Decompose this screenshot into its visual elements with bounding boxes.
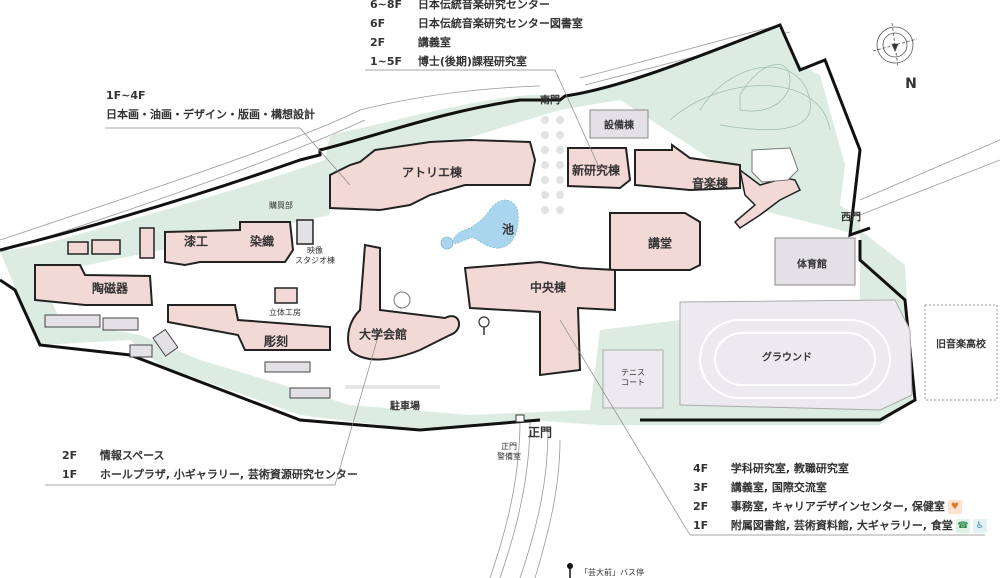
tennis-line1: テニス [621, 368, 645, 377]
eizo-line2: スタジオ棟 [295, 256, 335, 265]
eizo-line1: 映像 [307, 246, 323, 255]
floor-text: 事務室, キャリアデザインセンター, 保健室 [730, 500, 945, 513]
taiikukan-building [774, 237, 856, 286]
label-taiikukan[interactable]: 体育館 [797, 259, 827, 271]
label-guard-room: 正門警備室 [497, 442, 521, 462]
pond [453, 199, 519, 249]
label-ground[interactable]: グラウンド [762, 352, 812, 364]
daigaku-kaikan-building [347, 243, 460, 361]
bus-stop-label[interactable]: 「芸大前」バス停 [580, 568, 644, 577]
eizo-studio-building [296, 219, 314, 245]
floor-label: 1~5F [370, 55, 403, 68]
label-chuo[interactable]: 中央棟 [529, 280, 567, 295]
callout-atelier: 1F~4F 日本画・油画・デザイン・版画・構想設計 [106, 86, 315, 124]
floor-label: 4F [693, 462, 709, 475]
label-eizo-studio[interactable]: 映像スタジオ棟 [295, 246, 335, 266]
chokoku-building [167, 304, 331, 351]
floor-label: 1F [62, 468, 78, 481]
compass-icon [872, 22, 918, 68]
shin-kenkyu-building [567, 147, 632, 190]
floor-text: 講義室, 国際交流室 [730, 481, 827, 494]
aed-icon: ♥ [947, 500, 962, 514]
callout-shin-kenkyu: 6~8F 日本伝統音楽研究センター 6F 日本伝統音楽研究センター図書室 2F … [370, 0, 583, 71]
label-toji[interactable]: 陶磁器 [91, 281, 129, 296]
rittai-kobo-building [274, 287, 298, 304]
floor-label: 1F~4F [106, 89, 146, 102]
phone-icon: ☎ [955, 519, 970, 533]
gate-minami[interactable]: 南門 [540, 95, 560, 107]
tennis-court [602, 349, 664, 409]
label-urushi[interactable]: 漆工 [183, 234, 209, 249]
floor-text: 情報スペース [99, 449, 165, 462]
floor-text: ホールプラザ, 小ギャラリー, 芸術資源研究センター [99, 468, 358, 481]
toji-building [34, 264, 154, 306]
urushi-senshoku-building [164, 221, 295, 267]
floor-label: 2F [693, 500, 709, 513]
compass-north-label: N [905, 76, 917, 92]
floor-label: 3F [693, 481, 709, 494]
floor-label: 2F [62, 449, 78, 462]
guard-line2: 警備室 [497, 452, 521, 461]
callout-chuo: 4F 学科研究室, 教職研究室 3F 講義室, 国際交流室 2F 事務室, キャ… [693, 459, 987, 535]
label-ongaku[interactable]: 音楽棟 [691, 176, 729, 191]
callout-daigaku-kaikan: 2F 情報スペース 1F ホールプラザ, 小ギャラリー, 芸術資源研究センター [62, 446, 358, 484]
label-kobaibu[interactable]: 購買部 [269, 201, 293, 210]
label-shin-kenkyu[interactable]: 新研究棟 [571, 163, 621, 178]
label-kodo[interactable]: 講堂 [647, 236, 673, 251]
bus-stop-icon [567, 563, 573, 578]
chuo-building [463, 260, 616, 377]
kyu-ongaku-site [924, 304, 998, 401]
floor-text: 博士(後期)課程研究室 [417, 55, 527, 68]
accessible-toilet-icon: ♿ [972, 519, 987, 533]
label-setsubi[interactable]: 設備棟 [604, 120, 634, 132]
floor-text: 講義室 [417, 36, 451, 49]
floor-label: 1F [693, 519, 709, 532]
floor-text: 学科研究室, 教職研究室 [730, 462, 849, 475]
floor-text: 附属図書館, 芸術資料館, 大ギャラリー, 食堂 [730, 519, 953, 532]
label-daigaku-kaikan[interactable]: 大学会館 [358, 327, 408, 342]
floor-label: 6~8F [370, 0, 403, 11]
label-senshoku[interactable]: 染織 [249, 234, 275, 249]
label-atelier[interactable]: アトリエ棟 [401, 165, 463, 180]
ongaku-building [634, 143, 741, 192]
label-pond: 池 [501, 222, 515, 237]
gate-nishi[interactable]: 西門 [841, 212, 861, 224]
atelier-building [329, 138, 537, 212]
gate-sei[interactable]: 正門 [527, 425, 553, 440]
floor-text: 日本伝統音楽研究センター図書室 [417, 17, 583, 30]
label-parking[interactable]: 駐車場 [390, 401, 420, 413]
label-tennis[interactable]: テニスコート [621, 368, 645, 388]
label-rittai[interactable]: 立体工房 [269, 308, 301, 317]
floor-label: 2F [370, 36, 386, 49]
ground [679, 299, 913, 411]
label-chokoku[interactable]: 彫刻 [263, 334, 289, 349]
floor-text: 日本画・油画・デザイン・版画・構想設計 [106, 108, 315, 121]
setsubi-building [589, 109, 649, 139]
floor-text: 日本伝統音楽研究センター [417, 0, 550, 11]
floor-label: 6F [370, 17, 386, 30]
outer-roads [0, 24, 1000, 578]
tennis-line2: コート [621, 378, 645, 387]
label-kyu-ongaku: 旧音楽高校 [936, 339, 986, 351]
guard-line1: 正門 [501, 442, 517, 451]
